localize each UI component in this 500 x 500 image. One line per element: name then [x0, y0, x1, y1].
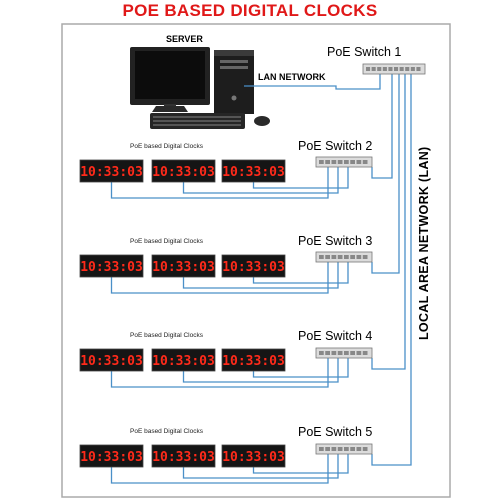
- cables-layer: [110, 74, 412, 484]
- digital-clock-icon: 10:33:03: [151, 348, 216, 372]
- cable-clock-3-to-switch-5: [252, 454, 349, 474]
- digital-clock-icon: 10:33:03: [221, 159, 286, 183]
- cable-clock-2-to-switch-5: [182, 454, 339, 479]
- clock-display-value: 10:33:03: [80, 354, 143, 369]
- cable-clock-1-to-switch-3: [110, 262, 329, 294]
- digital-clock-icon: 10:33:03: [151, 444, 216, 468]
- digital-clock-icon: 10:33:03: [221, 254, 286, 278]
- keyboard-icon: [150, 113, 245, 129]
- network-switch-icon: [362, 63, 426, 75]
- cable-clock-3-to-switch-4: [252, 358, 349, 378]
- switch-label-1: PoE Switch 1: [327, 45, 401, 59]
- cable-clock-3-to-switch-3: [252, 262, 349, 284]
- clocks-caption: PoE based Digital Clocks: [130, 238, 204, 245]
- clock-display-value: 10:33:03: [222, 450, 285, 465]
- lan-vertical-label: LOCAL AREA NETWORK (LAN): [417, 146, 431, 340]
- cable-switch-1-to-switch-5: [371, 74, 412, 466]
- clock-display-value: 10:33:03: [80, 260, 143, 275]
- network-switch-icon: [315, 347, 373, 359]
- monitor-icon: [130, 47, 210, 112]
- clock-display-value: 10:33:03: [222, 354, 285, 369]
- cable-clock-3-to-switch-2: [252, 167, 349, 189]
- cable-clock-1-to-switch-4: [110, 358, 329, 388]
- clock-display-value: 10:33:03: [222, 165, 285, 180]
- computer-tower-icon: [214, 50, 254, 114]
- clock-display-value: 10:33:03: [152, 260, 215, 275]
- cable-switch-1-to-switch-2: [371, 74, 393, 179]
- cable-server-to-switch-1: [244, 74, 381, 90]
- clock-display-value: 10:33:03: [222, 260, 285, 275]
- digital-clock-icon: 10:33:03: [151, 159, 216, 183]
- diagram-frame: [61, 23, 451, 498]
- digital-clock-icon: 10:33:03: [79, 159, 144, 183]
- clock-display-value: 10:33:03: [80, 165, 143, 180]
- lan-network-label: LAN NETWORK: [258, 72, 326, 82]
- cable-clock-2-to-switch-4: [182, 358, 339, 383]
- switch-label-4: PoE Switch 4: [298, 329, 372, 343]
- digital-clock-icon: 10:33:03: [79, 348, 144, 372]
- cable-clock-1-to-switch-5: [110, 454, 329, 484]
- clocks-caption: PoE based Digital Clocks: [130, 332, 204, 339]
- diagram-title: POE BASED DIGITAL CLOCKS: [122, 1, 378, 20]
- network-switch-icon: [315, 156, 373, 168]
- network-switch-icon: [315, 251, 373, 263]
- cable-switch-1-to-switch-3: [371, 74, 400, 274]
- cable-switch-1-to-switch-4: [371, 74, 406, 370]
- clocks-layer: PoE based Digital Clocks 10:33:03 10:33:03…: [79, 143, 286, 468]
- clock-display-value: 10:33:03: [80, 450, 143, 465]
- switch-label-2: PoE Switch 2: [298, 139, 372, 153]
- switches-layer: PoE Switch 1 PoE Switch 2 PoE Switch 3 PoE …: [298, 45, 426, 455]
- switch-label-3: PoE Switch 3: [298, 234, 372, 248]
- digital-clock-icon: 10:33:03: [79, 444, 144, 468]
- clock-display-value: 10:33:03: [152, 165, 215, 180]
- digital-clock-icon: 10:33:03: [151, 254, 216, 278]
- server-label: SERVER: [166, 34, 203, 44]
- cable-clock-1-to-switch-2: [110, 167, 329, 199]
- cable-clock-2-to-switch-3: [182, 262, 339, 289]
- digital-clock-icon: 10:33:03: [79, 254, 144, 278]
- switch-label-5: PoE Switch 5: [298, 425, 372, 439]
- cable-clock-2-to-switch-2: [182, 167, 339, 194]
- mouse-icon: [254, 116, 270, 126]
- digital-clock-icon: 10:33:03: [221, 444, 286, 468]
- clocks-caption: PoE based Digital Clocks: [130, 143, 204, 150]
- network-switch-icon: [315, 443, 373, 455]
- digital-clock-icon: 10:33:03: [221, 348, 286, 372]
- clock-display-value: 10:33:03: [152, 354, 215, 369]
- clocks-caption: PoE based Digital Clocks: [130, 428, 204, 435]
- clock-display-value: 10:33:03: [152, 450, 215, 465]
